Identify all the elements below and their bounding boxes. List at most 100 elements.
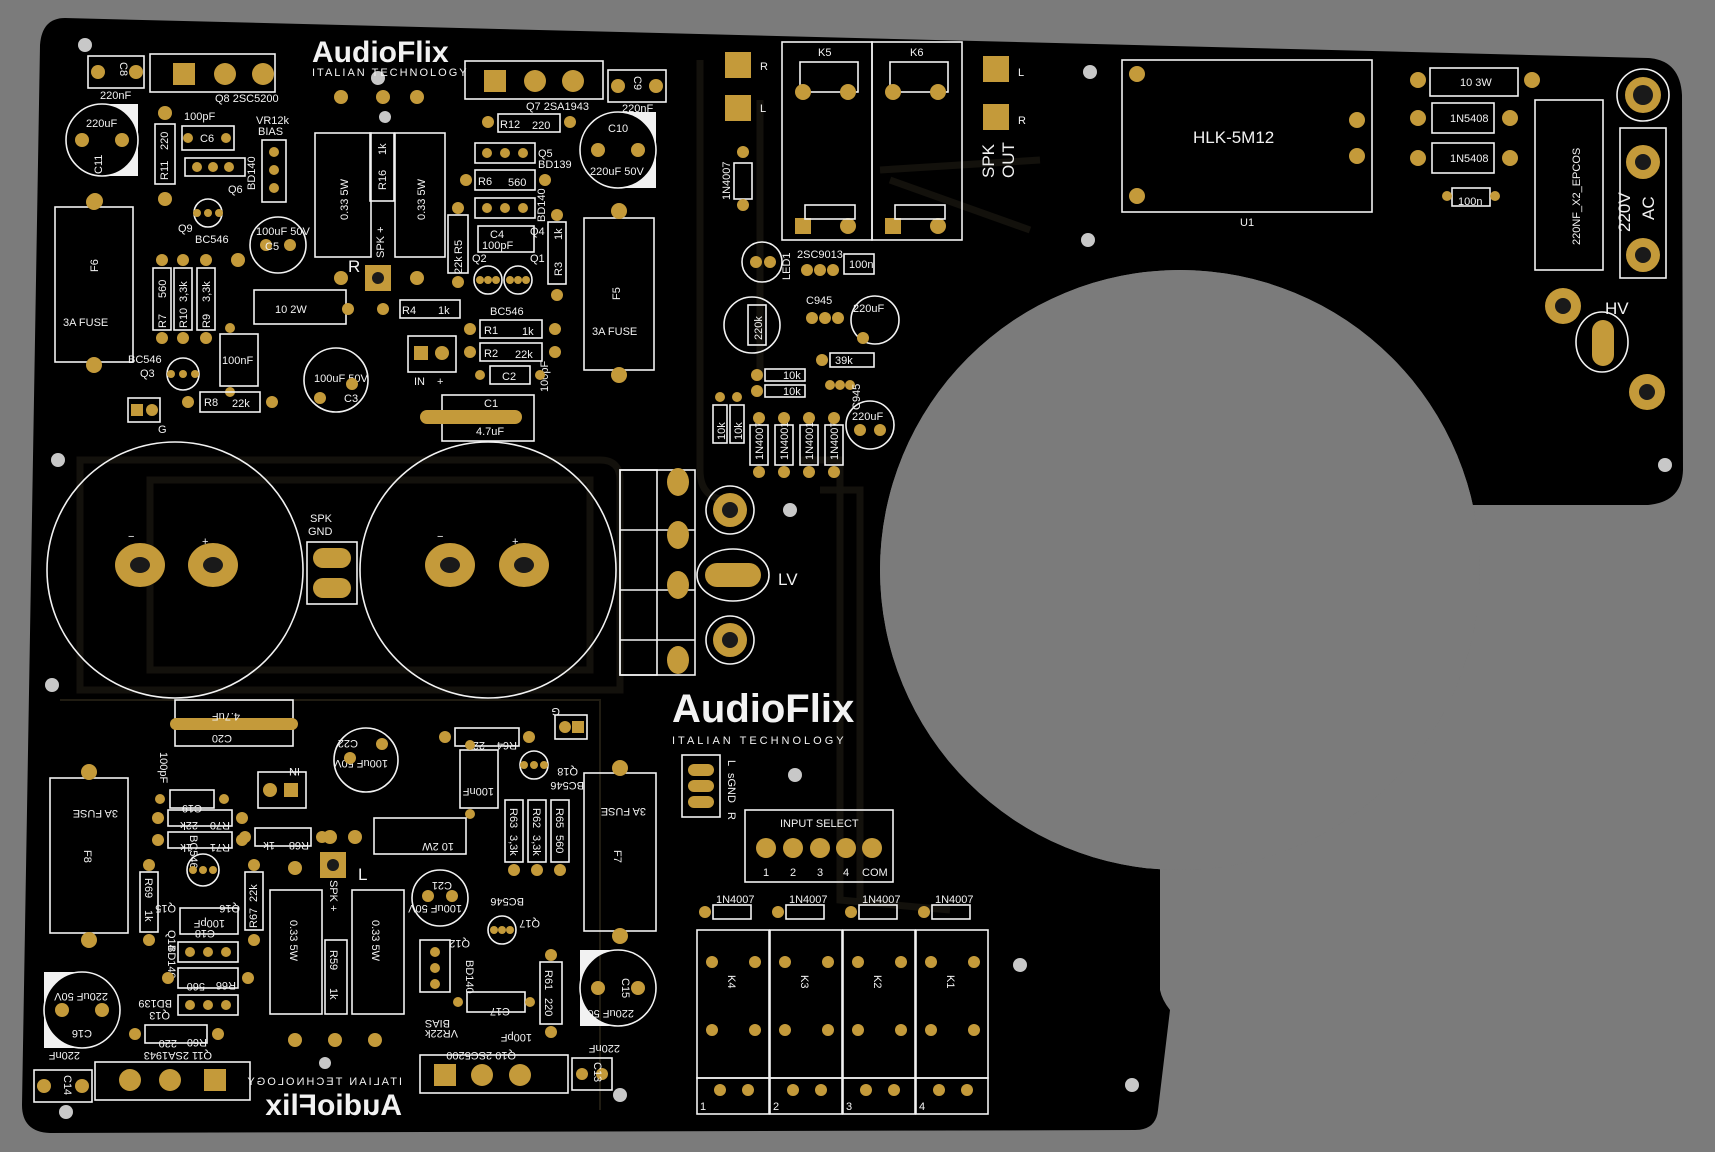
svg-text:+: +: [512, 536, 518, 548]
svg-text:BC546: BC546: [128, 354, 162, 366]
svg-text:0.33 5W: 0.33 5W: [369, 920, 381, 962]
svg-text:R: R: [1018, 115, 1026, 127]
svg-text:F8: F8: [81, 850, 93, 863]
svg-text:22k: 22k: [453, 256, 465, 274]
svg-text:C21: C21: [432, 879, 452, 891]
svg-text:3,3k: 3,3k: [507, 835, 519, 856]
svg-text:R71: R71: [210, 841, 230, 853]
svg-text:Q13: Q13: [149, 1009, 170, 1021]
logo-top-tagline: ITALIAN TECHNOLOGY: [312, 67, 469, 79]
svg-text:220k: 220k: [753, 316, 765, 340]
svg-text:1N4007: 1N4007: [935, 894, 974, 906]
svg-text:1N5408: 1N5408: [1450, 113, 1489, 125]
svg-text:1k: 1k: [522, 326, 534, 338]
svg-text:R8: R8: [204, 397, 218, 409]
svg-text:10k: 10k: [733, 422, 745, 440]
svg-text:10k: 10k: [783, 386, 801, 398]
svg-text:SPK +: SPK +: [375, 227, 387, 259]
svg-text:OUT: OUT: [999, 142, 1018, 178]
svg-text:1: 1: [700, 1101, 706, 1113]
svg-text:100pF: 100pF: [157, 752, 169, 783]
svg-text:100pF: 100pF: [184, 111, 215, 123]
svg-text:10 2W: 10 2W: [422, 840, 454, 852]
svg-text:220: 220: [532, 120, 550, 132]
svg-text:BIAS: BIAS: [425, 1017, 450, 1029]
svg-text:C9: C9: [631, 76, 643, 90]
svg-text:C14: C14: [61, 1075, 73, 1095]
svg-text:3,3k: 3,3k: [530, 835, 542, 856]
bottom-channel: 4.7uF C20 100pF C19 R70 22k R71 1k IN 10…: [33, 699, 657, 1103]
svg-text:−: −: [437, 531, 443, 543]
svg-text:100pF: 100pF: [194, 917, 225, 929]
svg-text:+: +: [437, 376, 443, 388]
svg-text:K4: K4: [725, 975, 737, 988]
svg-text:Q11 2SA1943: Q11 2SA1943: [144, 1049, 212, 1061]
svg-text:C945: C945: [806, 295, 832, 307]
svg-text:1k: 1k: [377, 143, 389, 155]
svg-text:100n: 100n: [1458, 196, 1482, 208]
svg-text:L: L: [760, 103, 766, 115]
top-channel: C8 220nF Q8 2SC5200 100pF VR12k BIAS R11…: [54, 53, 667, 442]
svg-text:IN: IN: [289, 765, 300, 777]
svg-text:Q8 2SC5200: Q8 2SC5200: [215, 93, 279, 105]
svg-text:C22: C22: [338, 737, 358, 749]
svg-text:1N4007: 1N4007: [721, 161, 733, 200]
svg-text:L: L: [358, 865, 367, 884]
svg-text:R5: R5: [453, 240, 465, 254]
svg-text:220V: 220V: [1615, 192, 1634, 232]
svg-text:Q3: Q3: [140, 368, 155, 380]
svg-text:1k: 1k: [180, 841, 192, 853]
svg-text:220uF 50V: 220uF 50V: [590, 166, 644, 178]
svg-text:C17: C17: [490, 1005, 510, 1017]
svg-text:C16: C16: [72, 1027, 92, 1039]
svg-text:4: 4: [843, 867, 849, 879]
svg-text:220: 220: [159, 1037, 177, 1049]
svg-text:BC546: BC546: [550, 779, 584, 791]
svg-text:220nF: 220nF: [100, 90, 131, 102]
svg-text:100uF 50V: 100uF 50V: [314, 373, 368, 385]
svg-text:K2: K2: [871, 975, 883, 988]
svg-text:C11: C11: [93, 155, 105, 174]
svg-text:R3: R3: [553, 262, 565, 276]
logo-center: AudioFlix: [672, 687, 854, 731]
svg-text:4.7uF: 4.7uF: [212, 710, 240, 722]
svg-text:220nF: 220nF: [589, 1042, 620, 1054]
svg-text:Q15: Q15: [155, 902, 176, 914]
svg-text:L: L: [1018, 67, 1024, 79]
svg-text:Q12: Q12: [449, 937, 470, 949]
spk-gnd-terminal: SPK GND: [306, 513, 358, 605]
svg-text:1k: 1k: [438, 305, 450, 317]
lv-block: LV: [619, 468, 798, 676]
svg-text:2: 2: [790, 867, 796, 879]
logo-bottom-mirrored: AudioFlix: [265, 1089, 402, 1122]
svg-text:4.7uF: 4.7uF: [476, 426, 504, 438]
svg-text:K1: K1: [944, 975, 956, 988]
svg-text:3: 3: [817, 867, 823, 879]
svg-text:AC: AC: [1639, 196, 1658, 220]
svg-text:100nF: 100nF: [463, 785, 494, 797]
speaker-relays: K5 K6 R L L R SPK OUT 1N4007: [721, 41, 1026, 241]
svg-text:sGND: sGND: [725, 773, 737, 803]
logo-bottom-tagline: ITALIAN TECHNOLOGY: [245, 1076, 402, 1088]
svg-text:C5: C5: [265, 241, 279, 253]
svg-text:Q4: Q4: [530, 226, 545, 238]
svg-text:100uF 50V: 100uF 50V: [408, 902, 462, 914]
svg-text:22k: 22k: [248, 884, 260, 902]
svg-text:F7: F7: [611, 850, 623, 863]
svg-text:GND: GND: [308, 526, 333, 538]
svg-text:R68: R68: [289, 839, 309, 851]
svg-text:BC546: BC546: [490, 895, 524, 907]
svg-text:C13: C13: [591, 1062, 603, 1082]
svg-text:1N4007: 1N4007: [789, 894, 828, 906]
svg-text:R1: R1: [484, 325, 498, 337]
svg-text:R65: R65: [553, 808, 565, 828]
svg-text:Q6: Q6: [228, 184, 243, 196]
svg-text:R11: R11: [159, 161, 171, 180]
logo-top: AudioFlix: [312, 36, 449, 69]
svg-text:220nF: 220nF: [49, 1049, 80, 1061]
svg-text:R66: R66: [216, 979, 236, 991]
svg-text:Q5: Q5: [538, 148, 553, 160]
svg-text:3A FUSE: 3A FUSE: [63, 317, 108, 329]
svg-text:1N4007: 1N4007: [716, 894, 755, 906]
